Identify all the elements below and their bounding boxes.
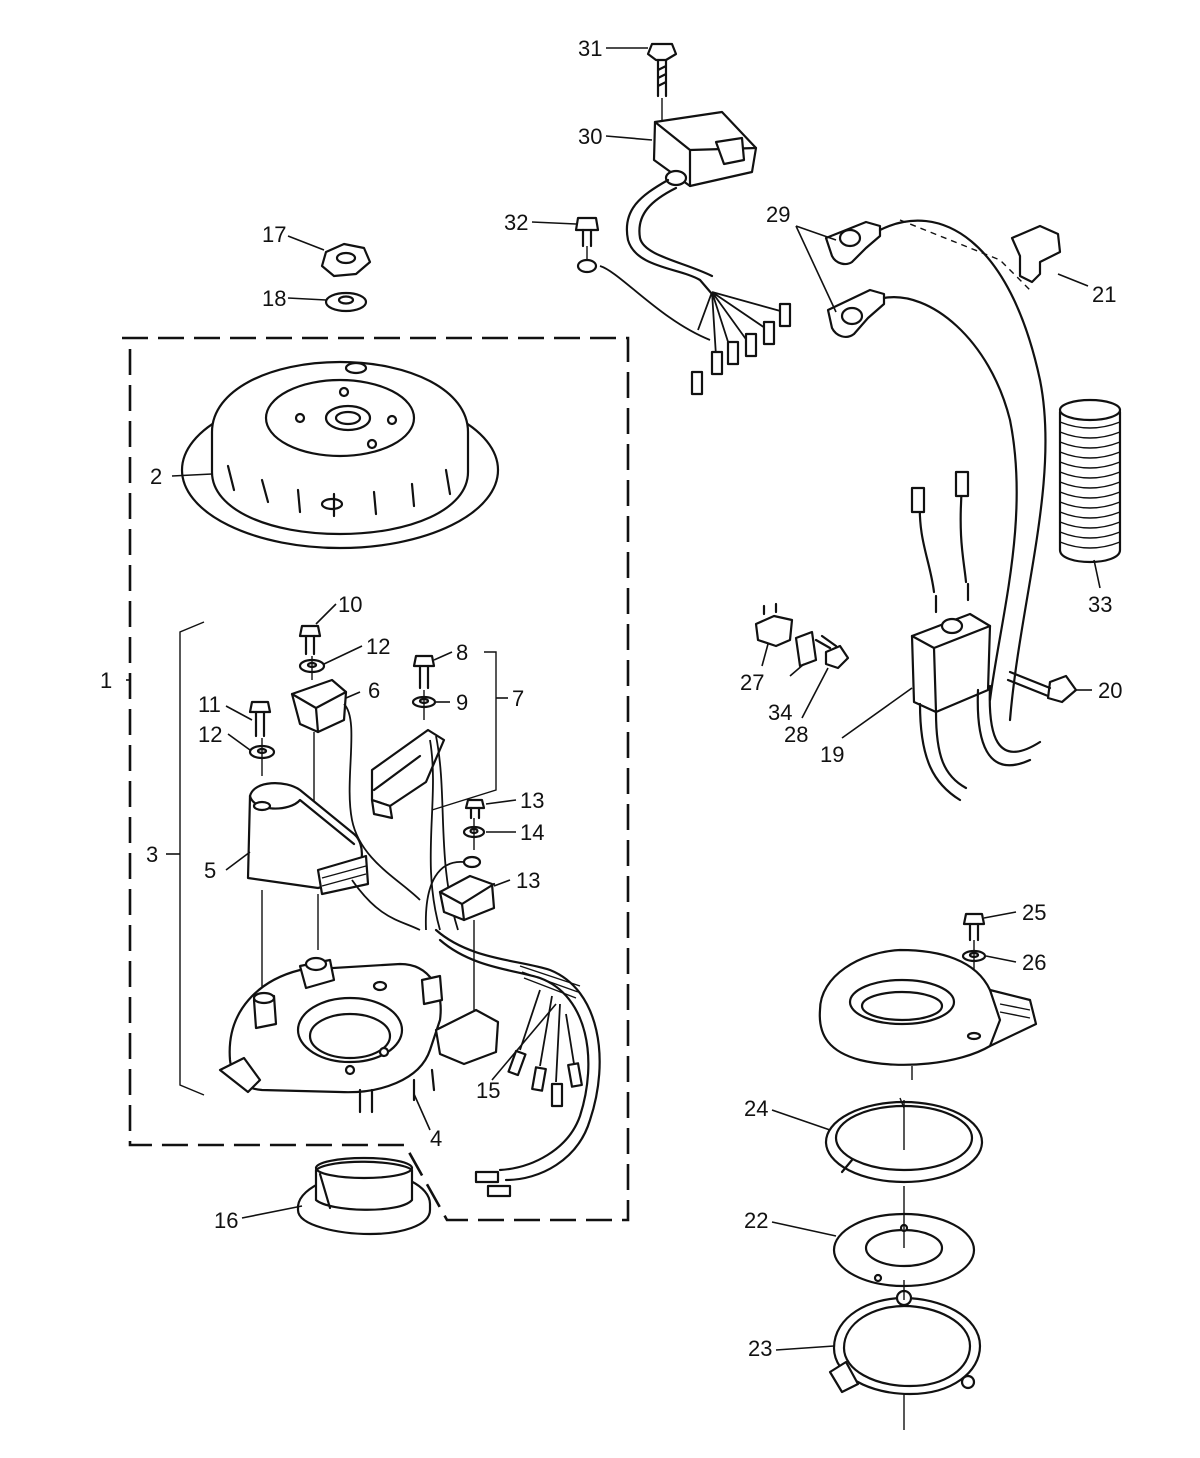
stator-plate-4 <box>218 956 500 1114</box>
callout-12b: 12 <box>198 722 222 747</box>
bracket-3 <box>179 621 205 1096</box>
callout-1: 1 <box>100 668 112 693</box>
nut-18 <box>320 242 372 278</box>
callout-29: 28 <box>784 722 808 747</box>
callout-16: 15 <box>476 1078 500 1103</box>
sleeve-34 <box>1058 398 1122 564</box>
bracket-7 <box>431 651 497 811</box>
callout-10: 10 <box>338 592 362 617</box>
callout-31: 30 <box>578 124 602 149</box>
screw-29 <box>814 634 850 670</box>
callout-5: 5 <box>204 858 216 883</box>
callout-22: 21 <box>1092 282 1116 307</box>
harness-16 <box>434 928 601 1198</box>
coil-5 <box>246 782 421 931</box>
screw-14 <box>464 798 486 820</box>
callout-4: 4 <box>430 1126 442 1151</box>
callout-6: 6 <box>368 678 380 703</box>
bracket-28 <box>754 614 794 648</box>
ignition-coil-20 <box>910 470 1042 802</box>
spark-plug-cap-30b <box>826 288 886 338</box>
callout-13: 13 <box>516 868 540 893</box>
callout-17: 16 <box>214 1208 238 1233</box>
callout-25: 24 <box>744 1096 768 1121</box>
callout-8: 8 <box>456 640 468 665</box>
callout-34: 33 <box>1088 592 1112 617</box>
callout-20: 19 <box>820 742 844 767</box>
leaders <box>126 47 1101 1351</box>
assembly-boundary <box>122 336 630 1222</box>
callout-32: 31 <box>578 36 602 61</box>
bushing-17 <box>296 1156 432 1236</box>
trigger-6 <box>290 678 421 901</box>
callout-33: 32 <box>504 210 528 235</box>
gasket-24 <box>828 1289 982 1396</box>
sensor-13 <box>425 855 496 931</box>
screw-10 <box>298 624 322 656</box>
callout-3: 3 <box>146 842 158 867</box>
ht-lead-a <box>878 219 1047 722</box>
callout-26: 25 <box>1022 900 1046 925</box>
callout-35: 34 <box>768 700 792 725</box>
callout-21: 20 <box>1098 678 1122 703</box>
clip-22 <box>1010 224 1062 284</box>
callout-14: 13 <box>520 788 544 813</box>
callout-9: 9 <box>456 690 468 715</box>
callout-12a: 12 <box>366 634 390 659</box>
callout-30: 29 <box>766 202 790 227</box>
screw-11 <box>248 700 272 738</box>
callout-18: 17 <box>262 222 286 247</box>
screw-8 <box>412 654 436 690</box>
washer-19 <box>324 291 368 313</box>
cable-31 <box>625 178 714 296</box>
spark-plug-cap-30a <box>824 220 882 266</box>
callout-labels: 31 30 32 29 21 17 18 2 1 3 5 6 10 11 12 … <box>100 36 1122 1361</box>
bolt-21 <box>1006 670 1078 704</box>
callout-2: 2 <box>150 464 162 489</box>
pad-35 <box>794 630 818 668</box>
callout-27: 26 <box>1022 950 1046 975</box>
callout-24: 23 <box>748 1336 772 1361</box>
callout-28: 27 <box>740 670 764 695</box>
bolt-32 <box>646 42 678 98</box>
screw-33 <box>574 216 600 274</box>
callout-11: 11 <box>198 692 221 717</box>
callout-23: 22 <box>744 1208 768 1233</box>
screw-26 <box>962 912 986 942</box>
flywheel-2 <box>180 360 500 550</box>
callout-15: 14 <box>520 820 544 845</box>
callout-7: 7 <box>512 686 524 711</box>
callout-19: 18 <box>262 286 286 311</box>
switch-box-31 <box>652 110 758 188</box>
retainer-plate <box>818 948 1038 1066</box>
